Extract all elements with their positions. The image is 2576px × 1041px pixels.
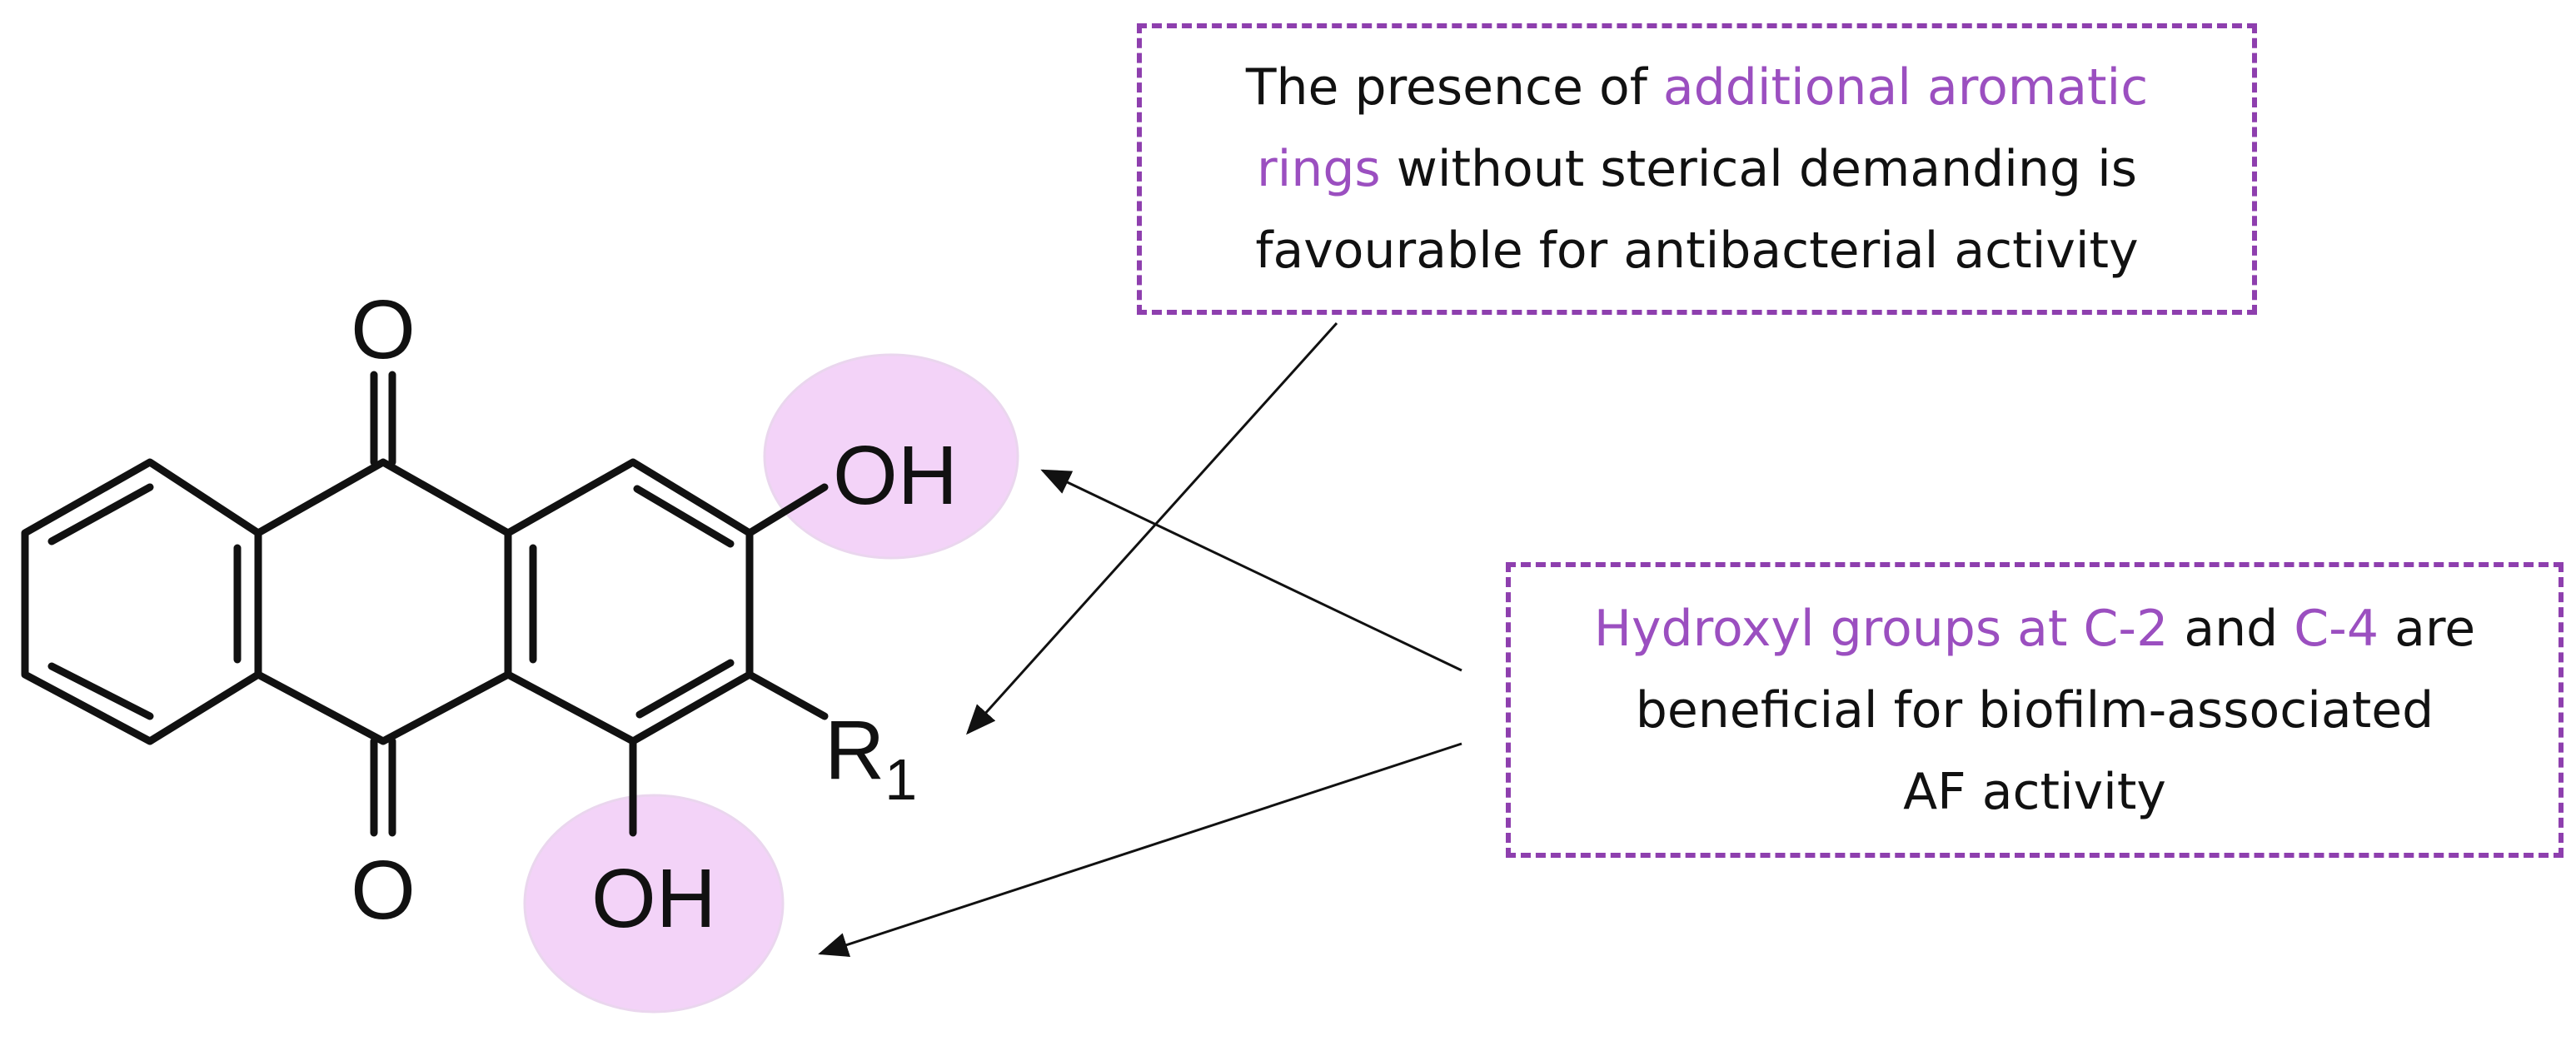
r1-substituent-label: R1 bbox=[825, 704, 917, 812]
carbonyl-o-top: O bbox=[351, 283, 416, 376]
aromatic-rings-annotation: The presence of additional aromatic ring… bbox=[1137, 23, 2257, 315]
carbonyl-o-bottom: O bbox=[351, 844, 416, 937]
arrow-aromatic-to-r1 bbox=[965, 321, 1338, 735]
hydroxyl-c2-highlight bbox=[763, 353, 1019, 560]
ring-a bbox=[21, 458, 262, 745]
hydroxyl-groups-text: Hydroxyl groups at C-2 and C-4 are benef… bbox=[1593, 599, 2476, 821]
arrow-hydroxyl-to-c4 bbox=[818, 742, 1462, 957]
aromatic-rings-text: The presence of additional aromatic ring… bbox=[1245, 58, 2149, 280]
ring-c bbox=[504, 458, 754, 745]
bond-c2-oh bbox=[745, 483, 829, 537]
bond-c3-r bbox=[745, 670, 829, 720]
hydroxyl-c2-label: OH bbox=[833, 429, 958, 522]
hydroxyl-groups-annotation: Hydroxyl groups at C-2 and C-4 are benef… bbox=[1506, 562, 2564, 858]
anthraquinone-skeleton bbox=[21, 371, 829, 837]
r-symbol: R bbox=[825, 704, 884, 797]
r-subscript: 1 bbox=[884, 747, 917, 812]
ring-b bbox=[254, 458, 512, 745]
ring-c-double-3 bbox=[635, 659, 735, 719]
ring-a-double-1 bbox=[47, 483, 154, 545]
hydroxyl-c4-highlight bbox=[523, 794, 785, 1014]
ring-a-double-2 bbox=[47, 662, 154, 720]
hydroxyl-c4-label: OH bbox=[591, 852, 716, 945]
arrow-hydroxyl-to-c2 bbox=[1040, 469, 1462, 672]
ring-c-double-2 bbox=[633, 485, 735, 548]
